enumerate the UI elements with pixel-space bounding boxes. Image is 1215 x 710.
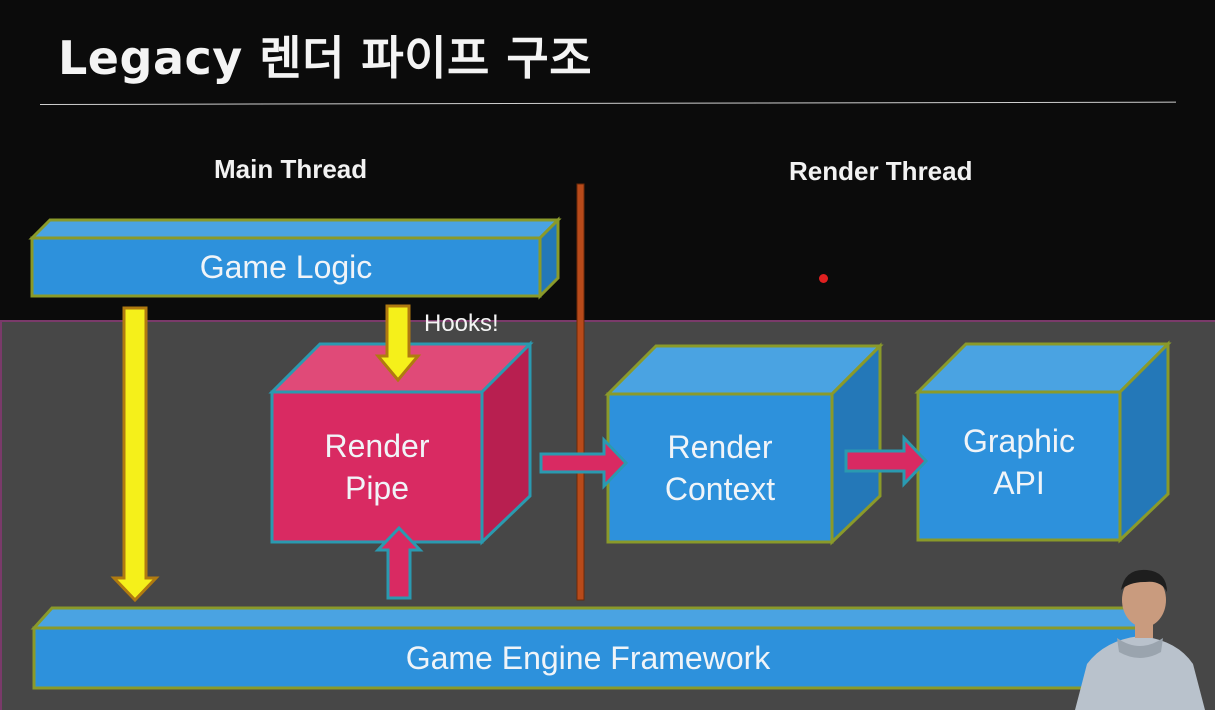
render-thread-label: Render Thread [789, 156, 973, 186]
game-engine-framework-label: Game Engine Framework [405, 640, 771, 676]
game-logic-block [28, 216, 562, 300]
framework-to-render-pipe-arrow [374, 525, 424, 600]
graphic-api-block [914, 340, 1172, 544]
render-context-label: Render Context [664, 429, 776, 507]
main-thread-label: Main Thread [214, 154, 368, 184]
presenter-webcam-overlay [1075, 569, 1205, 710]
hooks-arrow [374, 304, 422, 383]
logic-to-framework-arrow [110, 306, 160, 603]
graphic-api-label: Graphic API [962, 423, 1076, 501]
laser-pointer-dot [819, 274, 828, 283]
slide-title: Legacy 렌더 파이프 구조 [58, 31, 593, 85]
thread-divider [576, 183, 585, 601]
game-logic-label: Game Logic [199, 249, 373, 285]
pipe-to-context-arrow [539, 436, 629, 490]
render-context-block [604, 342, 884, 546]
render-pipe-label: Render Pipe [324, 428, 430, 506]
hooks-annotation: Hooks! [424, 310, 499, 337]
context-to-api-arrow [844, 434, 929, 488]
